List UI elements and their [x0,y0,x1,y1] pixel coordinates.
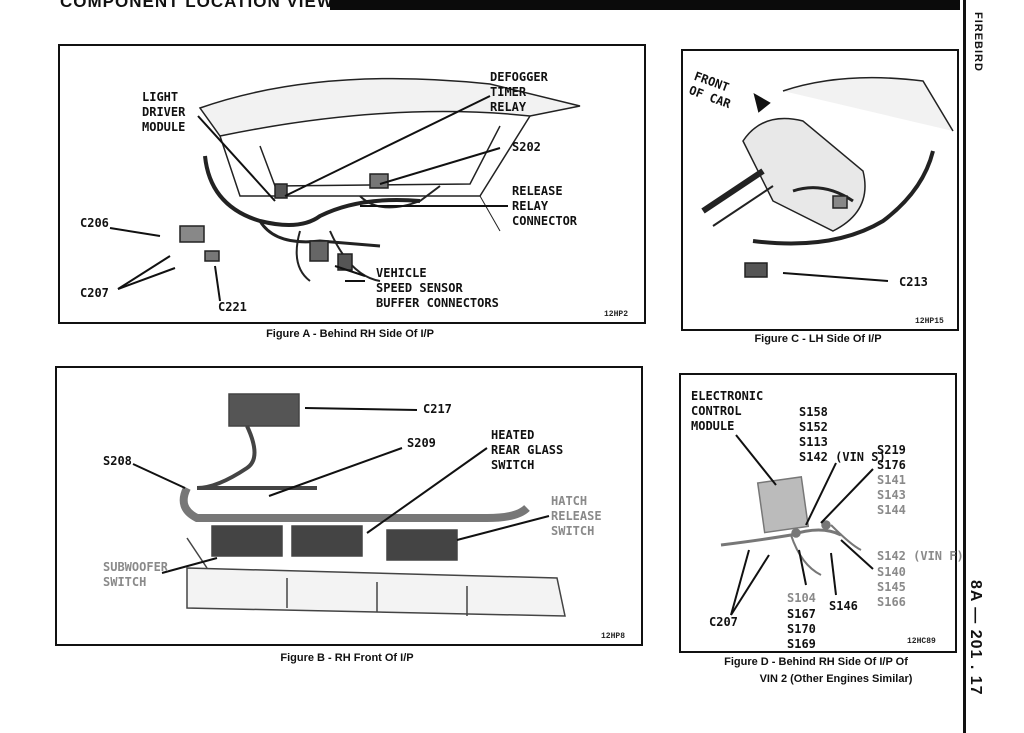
label-c206: C206 [80,216,109,230]
right-margin-rule [963,0,966,733]
figure-a-code: 12HP2 [604,310,629,319]
label-c213: C213 [899,275,928,289]
figure-b-code: 12HP8 [601,632,626,641]
figure-d-code: 12HC89 [907,637,936,646]
label-s202: S202 [512,140,541,154]
figure-b-box: C217 S208 S209 HEATED REAR GLASS SWITCH … [55,366,643,646]
figure-d-drawing [720,434,874,616]
label-c217: C217 [423,402,452,416]
label-s146: S146 [829,599,858,613]
label-c207-d: C207 [709,615,738,629]
label-electronic-control-module: ELECTRONIC CONTROL MODULE [691,389,764,433]
figure-d-caption-line1: Figure D - Behind RH Side Of I/P Of [724,656,908,668]
label-release-relay-connector: RELEASE RELAY CONNECTOR [512,184,578,228]
label-subwoofer-switch: SUBWOOFER SWITCH [103,560,169,589]
figure-b-caption: Figure B - RH Front Of I/P [280,652,414,664]
figure-a-box: LIGHT DRIVER MODULE DEFOGGER TIMER RELAY… [58,44,646,324]
page-header-title: COMPONENT LOCATION VIEWS [60,0,347,11]
label-s209: S209 [407,436,436,450]
label-heated-rear-glass-switch: HEATED REAR GLASS SWITCH [491,428,564,472]
label-c221: C221 [218,300,247,314]
figure-c-code: 12HP15 [915,317,944,326]
page-number: 8A — 201 . 17 [967,580,984,696]
label-hatch-release-switch: HATCH RELEASE SWITCH [551,494,602,538]
label-defogger-timer-relay: DEFOGGER TIMER RELAY [490,70,548,114]
figure-b-drawing [132,393,566,617]
figure-c-box: FRONT OF CAR C213 12HP15 [681,49,959,331]
label-light-driver-module: LIGHT DRIVER MODULE [142,90,186,134]
label-s141-group: S141 S143 S144 [877,473,906,517]
label-splices-top: S158 S152 S113 S142 (VIN S) [799,405,886,464]
figure-a-caption: Figure A - Behind RH Side Of I/P [266,328,434,340]
label-s140-group: S140 S145 S166 [877,565,906,609]
figure-d-box: ELECTRONIC CONTROL MODULE S158 S152 S113… [679,373,964,653]
label-s167-group: S167 S170 S169 [787,607,816,651]
label-s104: S104 [787,591,816,605]
figure-d-caption-line2: VIN 2 (Other Engines Similar) [759,673,913,685]
figure-c-caption: Figure C - LH Side Of I/P [754,333,882,345]
label-s142-vin-f: S142 (VIN F) [877,549,964,563]
label-vehicle-speed-sensor: VEHICLE SPEED SENSOR BUFFER CONNECTORS [376,266,499,310]
label-s208: S208 [103,454,132,468]
side-label: FIREBIRD [972,12,984,72]
figure-a-drawing [109,77,581,302]
figure-c-drawing [701,76,954,282]
label-s219-s176: S219 S176 [877,443,906,472]
label-c207-a: C207 [80,286,109,300]
header-bar [330,0,960,10]
